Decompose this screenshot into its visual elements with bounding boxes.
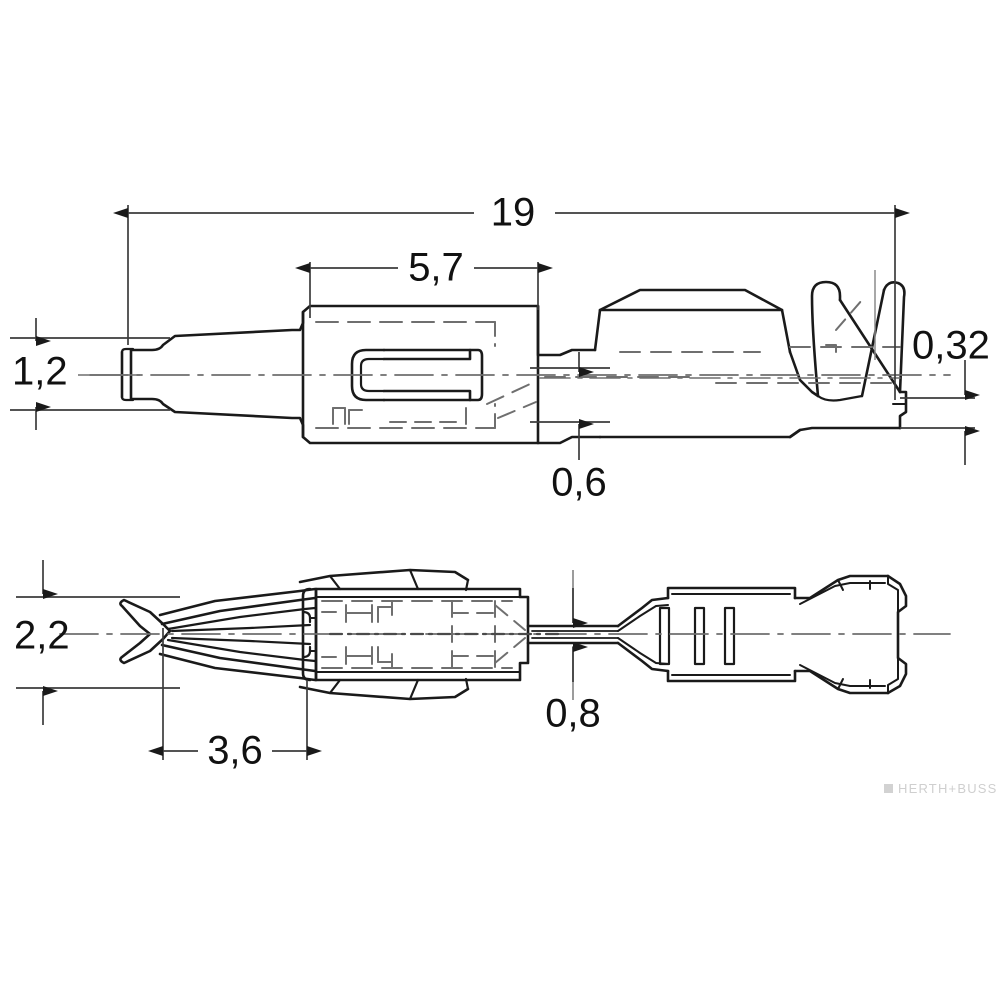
crimp-hidden-tick [825, 344, 837, 353]
spring-slot-top-arm [382, 348, 472, 361]
plan-collar-left [301, 587, 312, 682]
dim-label-12: 1,2 [12, 350, 68, 394]
plan-wing-bottom-inner [799, 664, 886, 687]
plan-rear-cap-top-fold [887, 575, 899, 613]
plan-inner-tine-lower [170, 636, 312, 646]
crimp-wing-base [816, 394, 864, 402]
crimp-wing-left-outer [810, 280, 842, 398]
plan-flare-bottom [616, 641, 670, 673]
watermark-logo-icon [884, 784, 893, 793]
box-detail-ticks [332, 407, 363, 425]
crimp-plateau-top [593, 288, 792, 354]
carrier-step [788, 428, 802, 439]
plan-lance-top-tip [453, 570, 470, 592]
plan-lance-bottom-root2 [408, 678, 420, 701]
plan-lance-top-root [328, 574, 342, 591]
crimp-hidden-diagonal [835, 299, 863, 331]
plan-barrel-slot-1 [658, 606, 671, 666]
box-hidden-lines [315, 321, 496, 429]
plan-flare-top-inner [617, 604, 669, 632]
plan-flare-top [616, 596, 670, 628]
spring-slot-bottom-arm [382, 389, 472, 402]
plan-lance-top-root2 [408, 568, 420, 591]
box-rear-step-bottom [536, 435, 602, 445]
plan-tine-lower-inner2 [166, 638, 317, 663]
blade-profile-top [129, 310, 305, 352]
plan-barrel-slot-3 [723, 606, 736, 666]
plan-lance-bottom-root [328, 678, 342, 695]
dim-label-57: 5,7 [408, 246, 464, 290]
plan-tine-upper-inner [160, 596, 317, 626]
plan-view-dimensions [16, 560, 588, 760]
plan-wing-top-notch [837, 579, 844, 591]
box-rear-taper-hidden [486, 383, 537, 419]
crimp-hidden-lines [544, 346, 901, 384]
watermark-text: HERTH+BUSS [898, 781, 998, 796]
dim-label-032: 0,32 [912, 324, 990, 368]
watermark-group: HERTH+BUSS [884, 781, 998, 796]
plan-tine-upper-inner2 [166, 606, 317, 631]
plan-tine-lower-inner [160, 643, 317, 673]
plan-barrel-slot-2 [693, 606, 706, 666]
dim-label-22: 2,2 [14, 614, 70, 658]
plan-barrel-bottom [666, 669, 797, 683]
plan-view-group [59, 568, 951, 701]
plan-wing-top-inner [799, 582, 886, 605]
crimp-rear-tail [898, 390, 908, 430]
dim-label-36: 3,6 [207, 729, 263, 773]
box-detail-dash [389, 407, 467, 425]
side-view-dimensions [10, 205, 980, 465]
side-view-group [89, 280, 951, 445]
dim-label-06: 0,6 [551, 461, 607, 505]
blade-profile-bottom [129, 397, 305, 439]
plan-rear-cap-bottom-fold [887, 657, 899, 694]
plan-lance-bottom-tip [453, 677, 470, 699]
blade-tip-cap-top [120, 347, 135, 354]
plan-barrel-top [666, 586, 797, 600]
plan-wing-bottom-notch [837, 678, 844, 690]
blade-tip-cap-bottom [120, 395, 135, 402]
crimp-wing-right-outer [882, 281, 906, 394]
plan-fishtail-tip [119, 598, 172, 665]
dim-label-19: 19 [491, 191, 536, 235]
plan-rear-cap [886, 574, 908, 695]
plan-body-box [314, 587, 530, 682]
dim-label-08: 0,8 [545, 692, 601, 736]
plan-inner-tine-upper [170, 623, 312, 633]
crimp-plateau-rear-slope [788, 350, 820, 398]
box-rear-step-top [536, 304, 597, 357]
